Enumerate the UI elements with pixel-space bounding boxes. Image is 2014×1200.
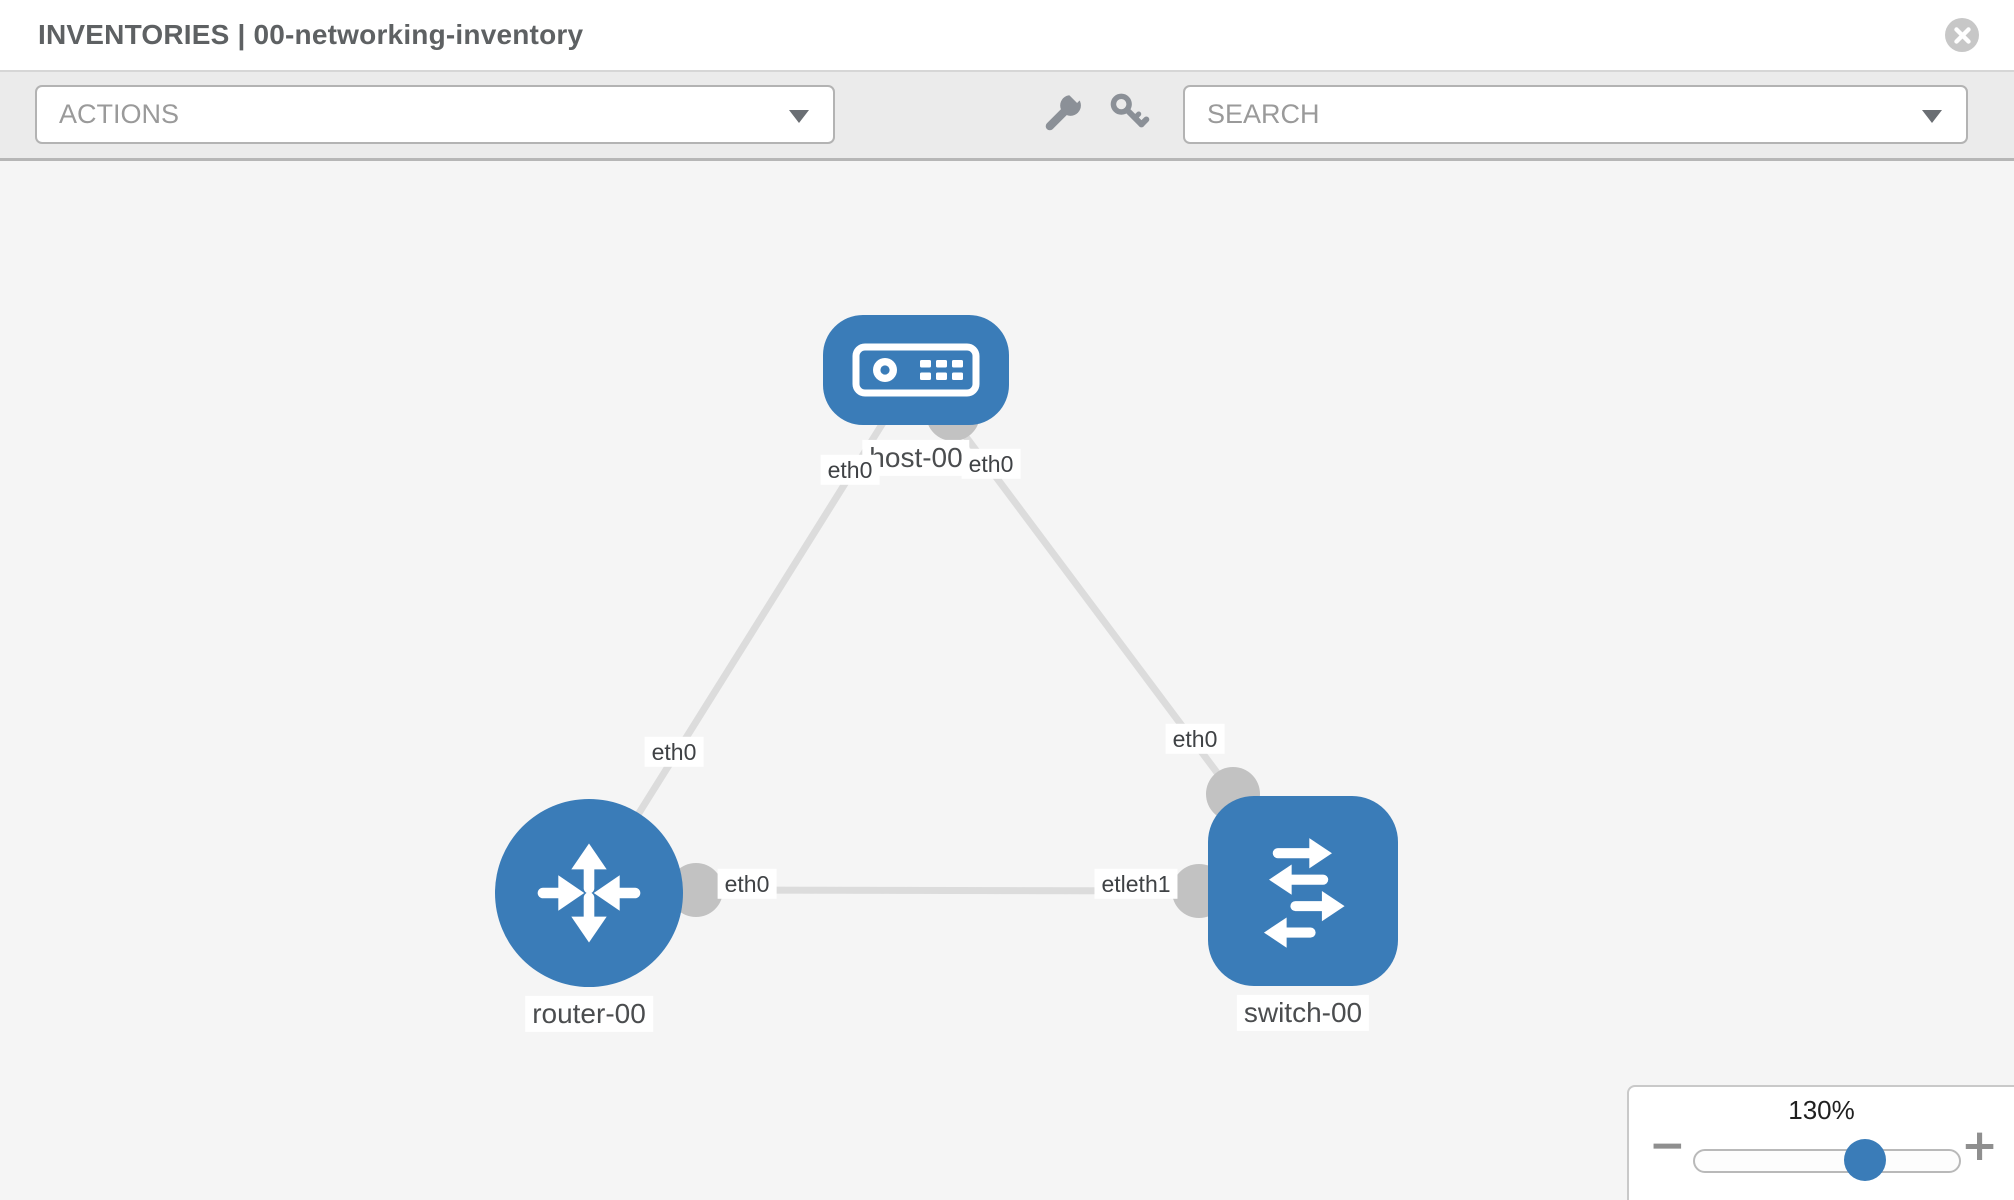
zoom-panel: 130% − +	[1627, 1085, 2014, 1200]
node-label: router-00	[525, 995, 653, 1033]
interface-connector	[669, 863, 723, 917]
interface-label: eth0	[961, 448, 1021, 480]
node-label: switch-00	[1236, 994, 1370, 1032]
chevron-down-icon	[1922, 110, 1942, 123]
interface-label: eth0	[644, 736, 704, 768]
zoom-out-button[interactable]: −	[1649, 1120, 1686, 1171]
actions-dropdown-label: ACTIONS	[59, 99, 180, 129]
host-icon	[852, 343, 980, 397]
header: INVENTORIES | 00-networking-inventory	[0, 0, 2014, 72]
zoom-value: 130%	[1788, 1095, 1855, 1125]
node-router-00[interactable]	[495, 799, 683, 987]
zoom-slider-row: − +	[1629, 1120, 2014, 1190]
node-label: host-00	[862, 439, 970, 477]
interface-label: etleth1	[1094, 868, 1178, 900]
toolbar: ACTIONS SEARCH	[0, 72, 2014, 161]
interface-label: eth0	[820, 454, 880, 486]
wrench-button[interactable]	[1040, 86, 1088, 141]
search-dropdown[interactable]: SEARCH	[1183, 85, 1968, 144]
search-input-placeholder: SEARCH	[1207, 99, 1320, 129]
switch-icon	[1263, 838, 1345, 948]
interface-label: eth0	[1165, 723, 1225, 755]
router-icon	[537, 843, 641, 943]
interface-label: eth0	[717, 868, 777, 900]
zoom-in-button[interactable]: +	[1961, 1120, 1998, 1171]
close-button[interactable]	[1945, 18, 1979, 52]
close-icon	[1953, 26, 1971, 44]
node-host-00[interactable]	[823, 315, 1009, 425]
chevron-down-icon	[789, 110, 809, 123]
key-icon	[1110, 93, 1150, 128]
wrench-icon	[1045, 86, 1086, 131]
actions-dropdown[interactable]: ACTIONS	[35, 85, 835, 144]
zoom-slider[interactable]	[1693, 1139, 1961, 1181]
zoom-slider-knob[interactable]	[1844, 1139, 1886, 1181]
key-button[interactable]	[1106, 90, 1154, 143]
node-switch-00[interactable]	[1208, 796, 1398, 986]
page-title: INVENTORIES | 00-networking-inventory	[38, 19, 584, 50]
